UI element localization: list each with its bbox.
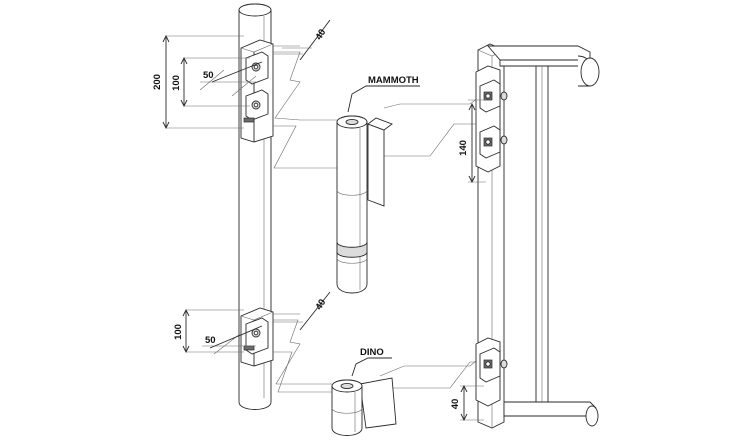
dimension-40-bottom <box>273 291 331 331</box>
dimension-200 <box>162 34 244 130</box>
dino-label: DINO <box>360 347 384 358</box>
post-clamp-top <box>240 39 274 143</box>
dimension-50-bottom <box>202 325 263 355</box>
post-clamp-bottom <box>240 307 274 367</box>
mammoth-hinge <box>336 115 393 294</box>
dino-leader <box>351 357 392 377</box>
dimension-100-top <box>180 56 250 108</box>
dim-label-100-top: 100 <box>171 75 182 91</box>
gate-clamp-bottom <box>475 337 508 407</box>
dimension-140 <box>468 99 486 184</box>
dim-label-140: 140 <box>458 140 469 156</box>
mammoth-label: MAMMOTH <box>368 75 419 86</box>
gate-clamp-top <box>475 65 508 173</box>
dimension-50-top <box>199 61 263 97</box>
dim-label-100-bottom: 100 <box>173 324 184 340</box>
dimension-100-bottom <box>182 308 244 354</box>
connector-lines-bottom <box>273 319 483 393</box>
dimension-40-gate <box>460 384 484 422</box>
dim-label-40-top: 40 <box>313 27 328 42</box>
dim-label-40-gate: 40 <box>450 399 461 410</box>
mammoth-leader <box>347 85 420 113</box>
dim-label-40-bottom: 40 <box>313 297 328 312</box>
dimension-40-top <box>273 19 331 61</box>
dino-hinge <box>331 377 397 436</box>
gate-frame <box>477 43 600 429</box>
connector-lines-top <box>273 51 479 169</box>
dim-label-50-bottom: 50 <box>205 335 216 346</box>
dim-label-50-top: 50 <box>203 70 214 81</box>
dim-label-200: 200 <box>152 74 163 90</box>
